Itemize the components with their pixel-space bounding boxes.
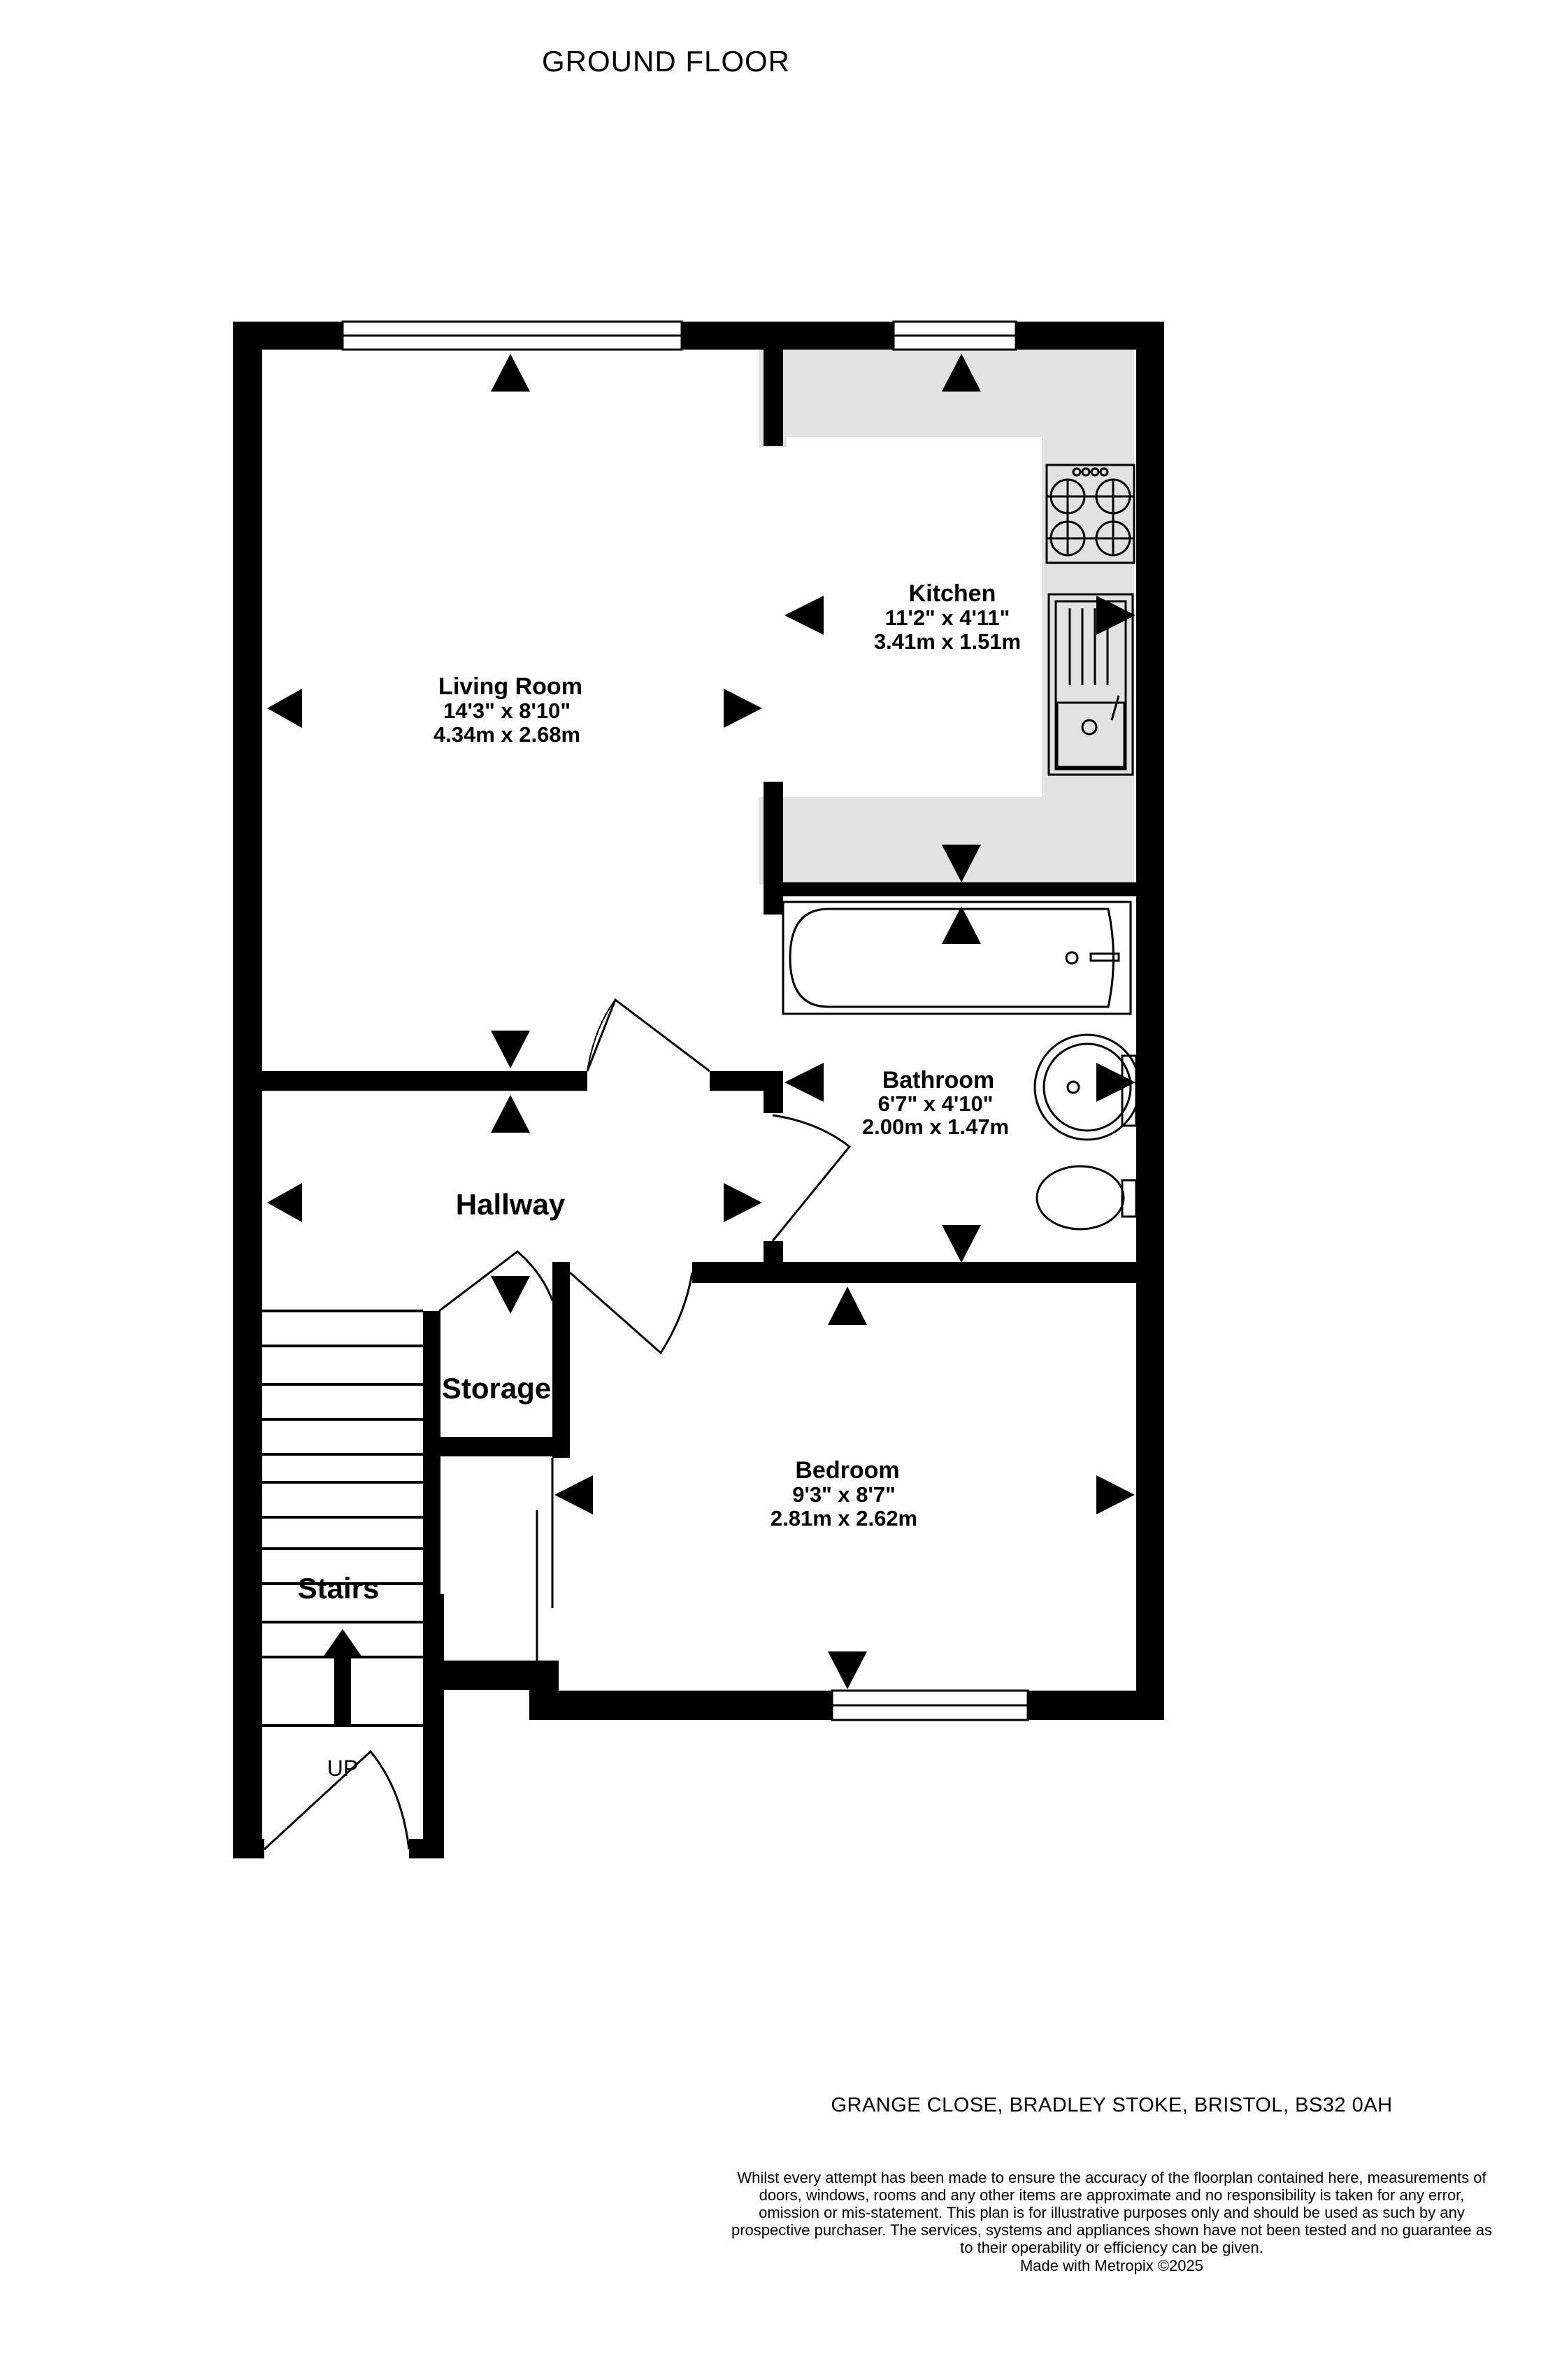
kitchen-name: Kitchen — [909, 580, 996, 607]
stairs-up-label: UP — [327, 1756, 358, 1781]
bathroom-imperial: 6'7" x 4'10" — [878, 1091, 994, 1116]
living-door — [586, 998, 710, 1073]
living-room-imperial: 14'3" x 8'10" — [443, 698, 571, 723]
stairs-name: Stairs — [298, 1572, 380, 1605]
doors — [263, 998, 852, 1851]
bedroom-door — [569, 1271, 694, 1355]
walls — [233, 322, 1164, 1858]
hallway-name: Hallway — [456, 1188, 566, 1221]
dimension-arrows — [267, 354, 1135, 1689]
living-room-name: Living Room — [438, 673, 582, 700]
bedroom-metric: 2.81m x 2.62m — [771, 1506, 917, 1530]
bathroom-door — [771, 1114, 852, 1242]
stairs-up-arrow-icon — [323, 1629, 362, 1726]
toilet-icon — [1036, 1165, 1138, 1231]
property-address: GRANGE CLOSE, BRADLEY STOKE, BRISTOL, BS… — [831, 2094, 1393, 2116]
windows — [341, 320, 1029, 1721]
bathroom-metric: 2.00m x 1.47m — [862, 1114, 1009, 1139]
kitchen-imperial: 11'2" x 4'11" — [885, 605, 1010, 630]
metropix-credit: Made with Metropix ©2025 — [1019, 2257, 1203, 2274]
bathroom-name: Bathroom — [882, 1067, 995, 1094]
bathtub-icon — [782, 901, 1132, 1015]
storage-name: Storage — [442, 1372, 551, 1405]
kitchen-shade — [759, 350, 1134, 884]
washbasin-icon — [1033, 1033, 1141, 1141]
bedroom-imperial: 9'3" x 8'7" — [792, 1482, 896, 1507]
kitchen-sink-icon — [1047, 593, 1134, 776]
bedroom-name: Bedroom — [795, 1457, 899, 1484]
front-door — [263, 1749, 410, 1851]
disclaimer-text: Whilst every attempt has been made to en… — [731, 2169, 1493, 2256]
kitchen-metric: 3.41m x 1.51m — [874, 629, 1021, 654]
living-room-metric: 4.34m x 2.68m — [433, 722, 580, 747]
stairs-treads — [262, 1310, 423, 1727]
hob-icon — [1045, 464, 1135, 564]
floor-title: GROUND FLOOR — [541, 45, 790, 78]
storage-door — [438, 1250, 554, 1312]
room-labels: Living Room 14'3" x 8'10" 4.34m x 2.68m … — [298, 580, 1022, 1781]
